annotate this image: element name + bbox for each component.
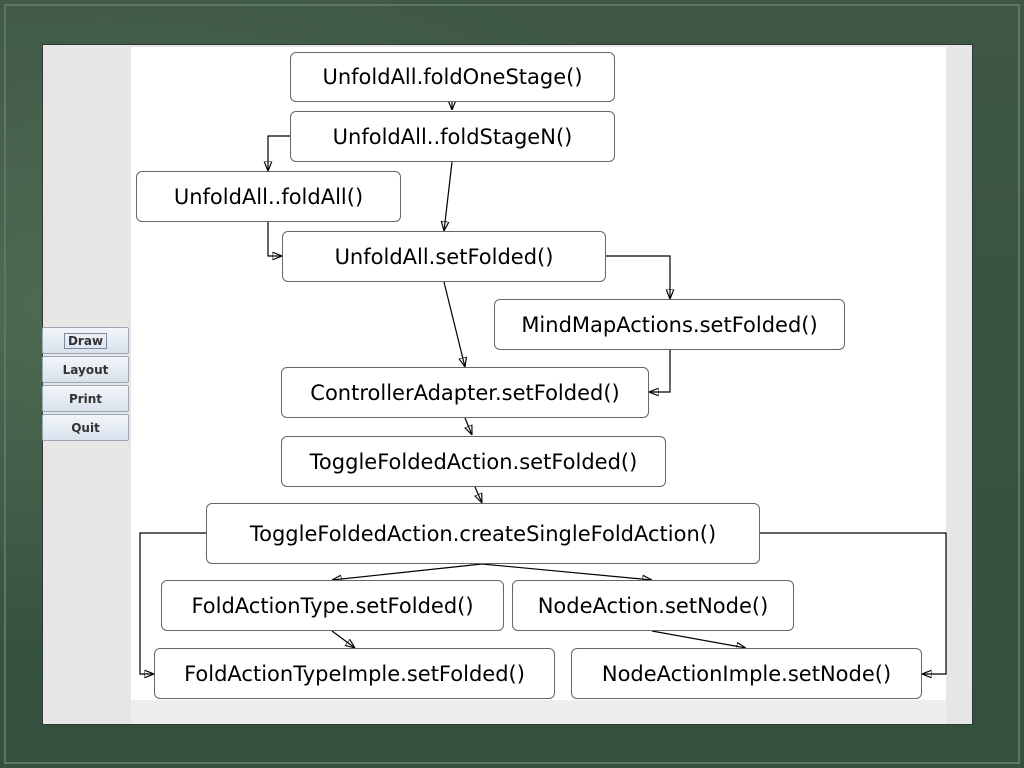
edge-create-to-nodeaction [481,563,652,580]
edge-toggle-to-create [475,486,482,503]
edge-setfolded-to-mindmap [606,255,670,299]
node-mindmapactions-setfolded[interactable]: MindMapActions.setFolded() [494,299,845,350]
sidebar: Draw Layout Print Quit [42,327,129,443]
node-togglefoldedaction-createsinglefoldaction[interactable]: ToggleFoldedAction.createSingleFoldActio… [206,503,760,564]
node-controlleradapter-setfolded[interactable]: ControllerAdapter.setFolded() [281,367,649,418]
node-togglefoldedaction-setfolded[interactable]: ToggleFoldedAction.setFolded() [281,436,666,487]
layout-button[interactable]: Layout [42,356,129,383]
node-foldactiontype-setfolded[interactable]: FoldActionType.setFolded() [161,580,504,631]
node-unfoldall-setfolded[interactable]: UnfoldAll.setFolded() [282,231,606,282]
draw-button-label: Draw [63,332,108,349]
edge-controller-to-toggle [465,417,472,435]
edge-create-to-foldactiontype [332,563,483,580]
edge-create-to-nodeactionimple [760,532,947,674]
canvas-bottom-strip [131,700,946,724]
edge-mindmap-to-controller [649,350,671,392]
quit-button-label: Quit [71,420,100,435]
edge-create-to-foldactiontypeimple [139,532,206,674]
node-nodeactionimple-setnode[interactable]: NodeActionImple.setNode() [571,648,922,699]
draw-button[interactable]: Draw [42,327,129,354]
edge-foldactiontype-to-imple [331,630,355,648]
node-foldactiontypeimple-setfolded[interactable]: FoldActionTypeImple.setFolded() [154,648,555,699]
edge-setfolded-to-controller [443,281,465,367]
quit-button[interactable]: Quit [42,414,129,441]
edge-nodeaction-to-imple [651,630,746,648]
node-unfoldall-foldonestage[interactable]: UnfoldAll.foldOneStage() [290,52,615,102]
edge-foldstagen-to-foldall [268,135,290,171]
print-button-label: Print [68,391,103,406]
node-nodeaction-setnode[interactable]: NodeAction.setNode() [512,580,794,631]
slide-frame [4,4,1020,764]
edge-foldstagen-to-setfolded [444,161,453,231]
node-unfoldall-foldstagen[interactable]: UnfoldAll..foldStageN() [290,111,615,162]
node-unfoldall-foldall[interactable]: UnfoldAll..foldAll() [136,171,401,222]
print-button[interactable]: Print [42,385,129,412]
layout-button-label: Layout [62,362,109,377]
edge-foldall-to-setfolded [267,222,282,256]
